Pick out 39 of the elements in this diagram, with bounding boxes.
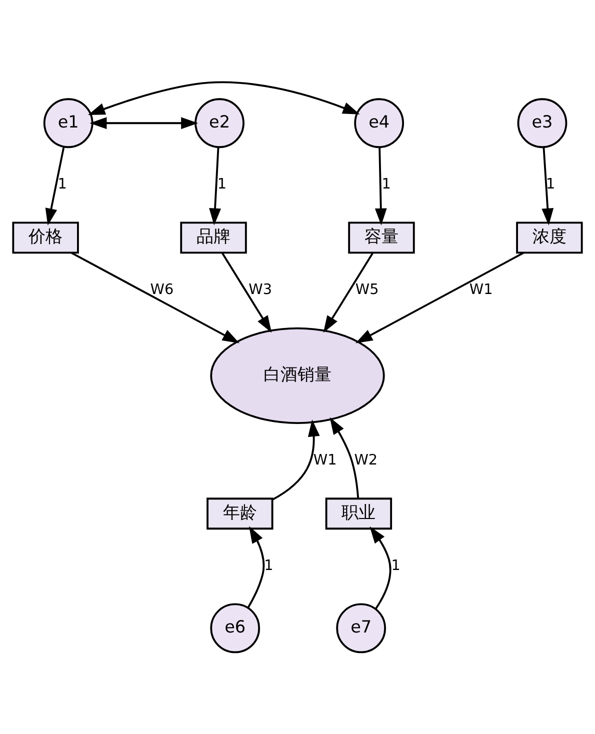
arrow (88, 81, 360, 116)
arrow (71, 252, 240, 344)
edge-label: W1 (313, 452, 337, 469)
arrow (356, 252, 524, 344)
node-circle: e3 (517, 98, 568, 148)
edge-label: 1 (391, 558, 400, 574)
arrow (90, 117, 198, 130)
node-circle: e1 (43, 98, 94, 148)
arrow (272, 419, 320, 500)
arrow (323, 252, 374, 333)
node-box: 价格 (12, 222, 79, 254)
edge-label: 1 (264, 558, 274, 574)
node-circle: e6 (210, 603, 260, 654)
node-box: 浓度 (516, 222, 583, 254)
node-box: 容量 (348, 222, 415, 254)
edge-label: W2 (354, 452, 378, 469)
node-ellipse: 白酒销量 (210, 327, 385, 424)
edge-label: 1 (58, 176, 67, 193)
arrow (542, 148, 554, 226)
arrow (247, 526, 265, 608)
edge-label: W1 (469, 282, 493, 298)
edge-label: W6 (150, 282, 174, 298)
arrow (209, 148, 221, 226)
node-circle: e4 (354, 98, 404, 148)
arrow (45, 146, 65, 226)
node-circle: e7 (336, 603, 386, 654)
node-circle: e2 (194, 98, 244, 148)
edge-label: 1 (217, 176, 226, 193)
edge-label: 1 (546, 176, 556, 193)
arrow (221, 252, 272, 333)
edge-label: W5 (355, 282, 379, 298)
arrow (374, 148, 387, 226)
arrow (370, 526, 392, 610)
edge-label: W3 (248, 282, 272, 298)
node-box: 品牌 (180, 222, 247, 254)
arrow (330, 417, 360, 498)
edge-label: 1 (382, 176, 391, 193)
node-box: 职业 (325, 498, 392, 530)
node-box: 年龄 (206, 498, 274, 530)
